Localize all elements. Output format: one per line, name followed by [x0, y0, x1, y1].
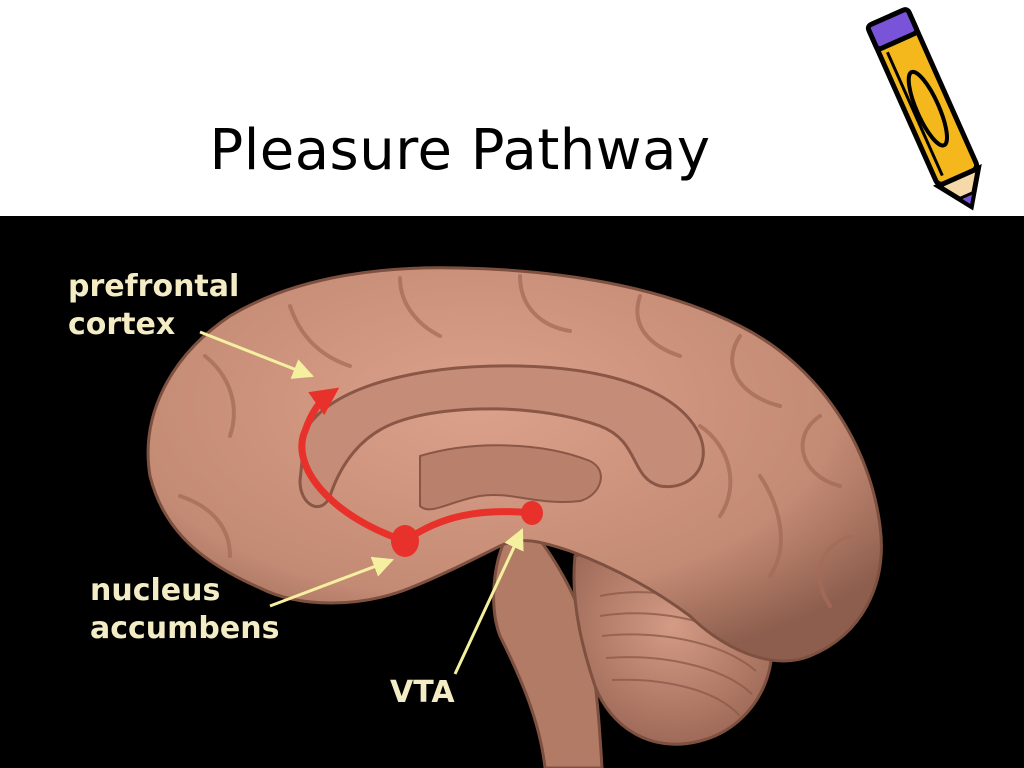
pencil-icon	[865, 7, 982, 211]
pointer-prefrontal-cortex	[199, 330, 314, 379]
pointer-vta	[453, 528, 524, 675]
pointer-nucleus-accumbens	[269, 556, 394, 608]
reward-pathway	[298, 387, 543, 557]
label-nucleus-accumbens: nucleus accumbens	[90, 573, 280, 646]
brain-illustration	[146, 266, 883, 768]
page-title: Pleasure Pathway	[209, 118, 711, 183]
nucleus-accumbens-marker	[391, 525, 419, 557]
label-prefrontal-cortex: prefrontal cortex	[68, 269, 240, 342]
mesocortical-arrow	[298, 387, 409, 545]
label-vta: VTA	[390, 675, 455, 710]
brain-diagram: prefrontal cortex nucleus accumbens VTA	[0, 216, 1024, 768]
vta-marker	[521, 501, 543, 525]
corpus-callosum	[298, 364, 705, 509]
